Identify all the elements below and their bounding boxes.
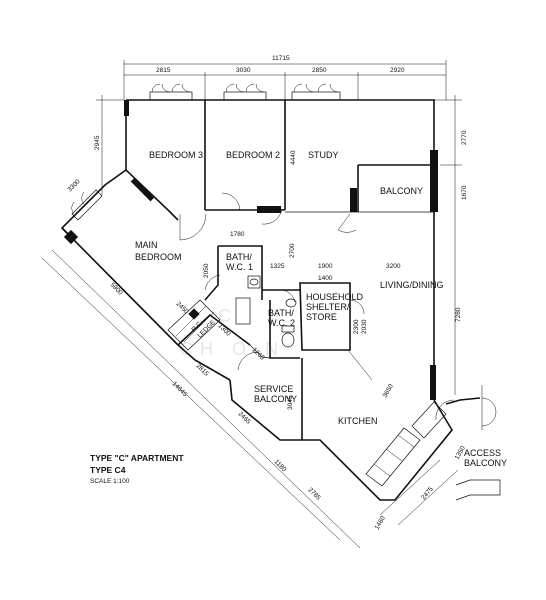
dim-store-2300: 2300 bbox=[353, 319, 360, 334]
dim-study-2700: 2700 bbox=[289, 243, 296, 258]
caption-subtype: TYPE C4 bbox=[90, 465, 126, 475]
label-kitchen: KITCHEN bbox=[338, 416, 378, 426]
main-bedroom-window bbox=[71, 189, 103, 221]
dim-diag-14645: 14645 bbox=[171, 380, 189, 398]
label-main-bedroom-1: MAIN bbox=[135, 240, 158, 250]
label-living-dining: LIVING/DINING bbox=[380, 280, 444, 290]
dim-kitchen-3650: 3650 bbox=[382, 383, 395, 399]
dim-diag-2450: 2450 bbox=[175, 300, 190, 315]
wall-block bbox=[430, 150, 438, 212]
interior-walls bbox=[167, 100, 434, 440]
exterior-walls bbox=[60, 99, 453, 501]
wall-block bbox=[124, 100, 129, 116]
dim-overall-width: 11715 bbox=[272, 55, 290, 62]
label-bath-wc-2-line2: W.C. 2 bbox=[268, 318, 295, 328]
kitchen-counter bbox=[365, 401, 447, 487]
bathroom-fixtures bbox=[235, 275, 297, 348]
watermark-line-2: CH O N bbox=[180, 339, 285, 359]
dim-diag-2465: 2465 bbox=[237, 410, 252, 425]
dim-top-2815: 2815 bbox=[156, 67, 171, 74]
label-bath-wc-2-line1: BATH/ bbox=[268, 308, 294, 318]
label-bedroom-2: BEDROOM 2 bbox=[226, 150, 280, 160]
dim-right-1670: 1670 bbox=[461, 185, 468, 200]
label-bath-wc-1-line2: W.C. 1 bbox=[226, 262, 253, 272]
dim-diag-2785: 2785 bbox=[307, 486, 322, 501]
dim-store-2030: 2030 bbox=[361, 319, 368, 334]
dim-top-2920: 2920 bbox=[390, 67, 405, 74]
doors bbox=[179, 192, 455, 421]
label-access-balcony-1: ACCESS bbox=[464, 448, 501, 458]
top-dimension-lines bbox=[96, 60, 462, 395]
label-service-balcony-1: SERVICE bbox=[254, 384, 293, 394]
dim-diag-5900: 5900 bbox=[109, 281, 124, 296]
dim-diag-2815: 2815 bbox=[195, 362, 210, 377]
dim-mid-3200: 3200 bbox=[386, 263, 401, 270]
dim-right-7280: 7280 bbox=[455, 307, 462, 322]
dim-left-2945: 2945 bbox=[94, 135, 101, 150]
dim-diag-1460: 1460 bbox=[374, 515, 387, 531]
dim-mid-1900: 1900 bbox=[318, 263, 333, 270]
wall-block bbox=[350, 188, 357, 212]
dim-right-2770: 2770 bbox=[461, 130, 468, 145]
label-main-bedroom-2: BEDROOM bbox=[135, 252, 182, 262]
dim-diag-1180: 1180 bbox=[273, 458, 288, 473]
label-household-line2: SHELTER/ bbox=[306, 302, 350, 312]
dim-top-3030: 3030 bbox=[236, 67, 251, 74]
dim-top-2850: 2850 bbox=[312, 67, 327, 74]
label-bath-wc-1-line1: BATH/ bbox=[226, 252, 252, 262]
dim-study-4440: 4440 bbox=[290, 150, 297, 165]
label-balcony: BALCONY bbox=[380, 186, 423, 196]
caption-type: TYPE "C" APARTMENT bbox=[90, 453, 184, 463]
access-balcony bbox=[445, 385, 501, 501]
wall-block bbox=[430, 365, 436, 400]
label-service-balcony-2: BALCONY bbox=[254, 394, 297, 404]
dim-store-1400: 1400 bbox=[318, 275, 333, 282]
dim-service-3045: 3045 bbox=[287, 395, 294, 410]
label-access-balcony-2: BALCONY bbox=[464, 458, 507, 468]
label-bedroom-3: BEDROOM 3 bbox=[149, 150, 203, 160]
label-household-line1: HOUSEHOLD bbox=[306, 292, 364, 302]
diagonal-dimension-lines bbox=[41, 249, 459, 549]
rc-ledge bbox=[167, 299, 221, 351]
wall-block bbox=[130, 177, 155, 202]
dim-mid-1325: 1325 bbox=[270, 263, 285, 270]
dim-bath-1780: 1780 bbox=[230, 231, 245, 238]
label-household-line3: STORE bbox=[306, 312, 337, 322]
dim-diag-3300: 3300 bbox=[66, 178, 81, 193]
top-windows bbox=[149, 83, 341, 101]
watermark-line-1: C bbox=[218, 306, 238, 326]
caption-scale: SCALE 1:100 bbox=[90, 478, 130, 485]
dim-bath-2050: 2050 bbox=[203, 263, 210, 278]
label-study: STUDY bbox=[308, 150, 339, 160]
